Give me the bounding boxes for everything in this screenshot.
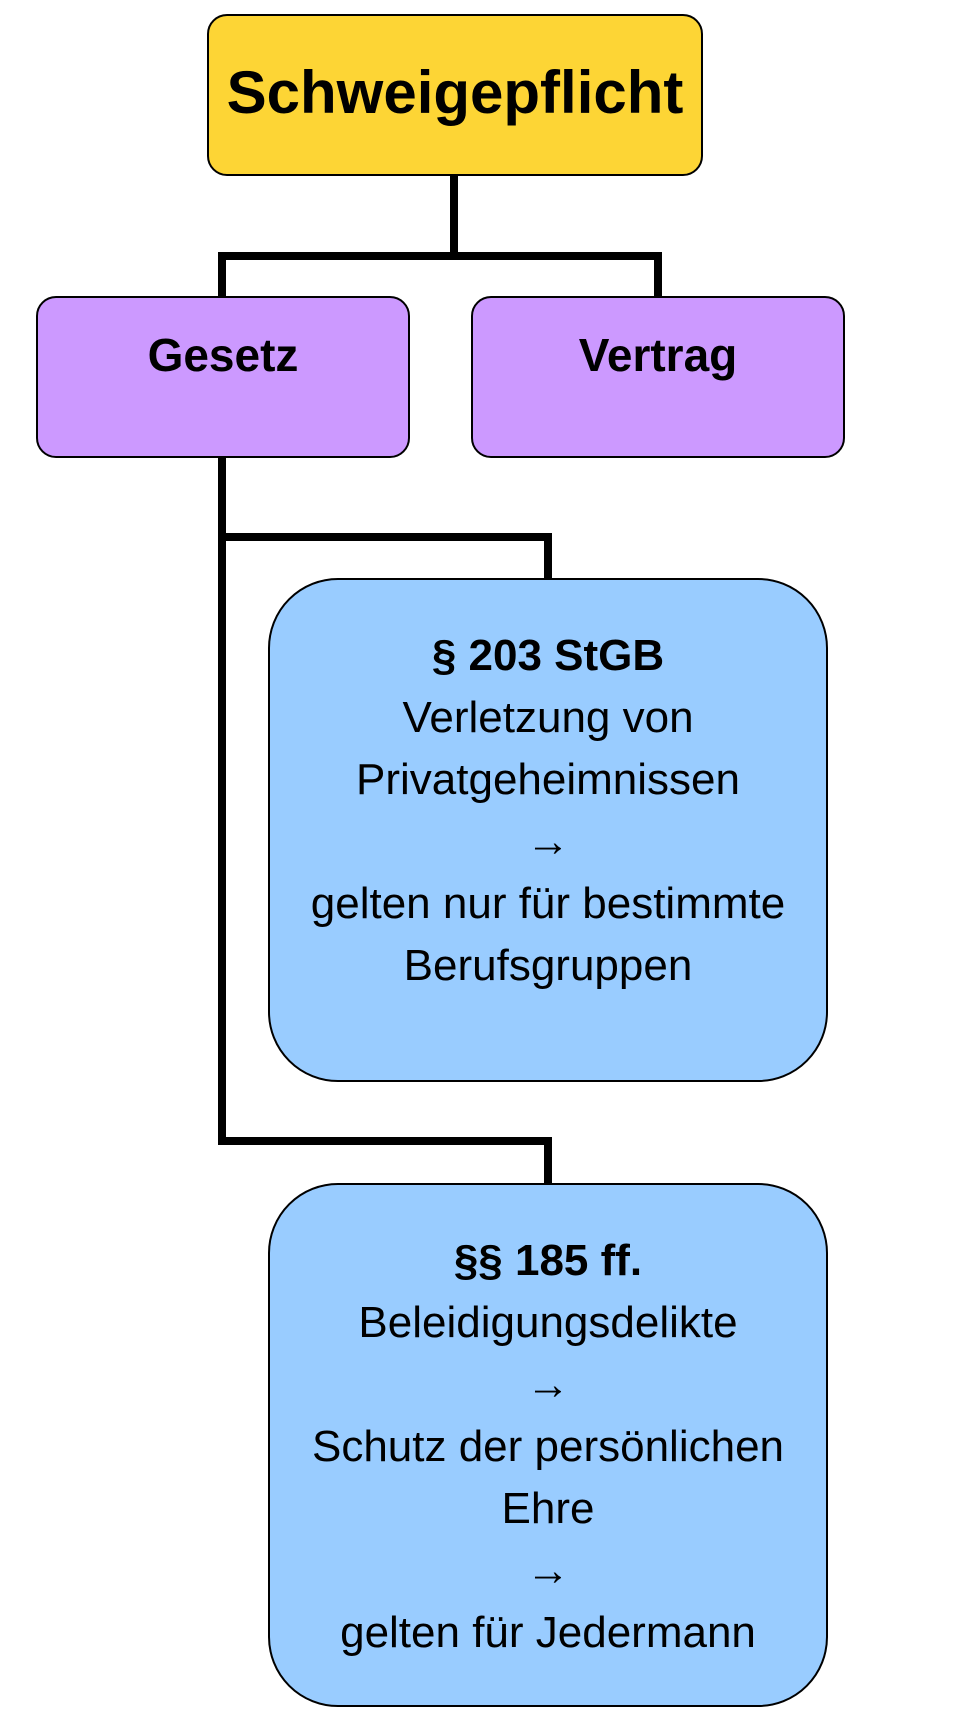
detail-node-203-stgb: § 203 StGB Verletzung von Privatgeheimni… bbox=[268, 578, 828, 1082]
branch-node-vertrag: Vertrag bbox=[471, 296, 845, 458]
detail-text-line: Privatgeheimnissen bbox=[356, 755, 740, 804]
detail-text-line: gelten für Jedermann bbox=[340, 1608, 756, 1657]
arrow-symbol: → bbox=[526, 1546, 570, 1595]
root-node-schweigepflicht: Schweigepflicht bbox=[207, 14, 703, 176]
detail-text-line: gelten nur für bestimmte bbox=[310, 879, 786, 928]
arrow-symbol: → bbox=[526, 817, 570, 866]
branch-node-label: Vertrag bbox=[578, 329, 738, 381]
branch-node-label: Gesetz bbox=[147, 329, 299, 381]
arrow-symbol: → bbox=[526, 1360, 570, 1409]
root-to-branches-connector bbox=[218, 172, 662, 300]
detail-text-line: Berufsgruppen bbox=[403, 941, 693, 990]
gesetz-to-detail-2-connector bbox=[218, 533, 552, 1187]
branch-node-gesetz: Gesetz bbox=[36, 296, 410, 458]
detail-text-line: Beleidigungsdelikte bbox=[358, 1298, 738, 1347]
detail-text-line: Ehre bbox=[501, 1484, 595, 1533]
detail-text-line: Schutz der persönlichen bbox=[311, 1422, 785, 1471]
detail-text-line: Verletzung von bbox=[402, 693, 694, 742]
root-node-label: Schweigepflicht bbox=[226, 59, 684, 126]
detail-node-185-ff: §§ 185 ff. Beleidigungsdelikte → Schutz … bbox=[268, 1183, 828, 1707]
detail-heading: §§ 185 ff. bbox=[453, 1236, 643, 1285]
gesetz-to-detail-1-connector bbox=[218, 454, 552, 582]
detail-heading: § 203 StGB bbox=[431, 631, 665, 680]
